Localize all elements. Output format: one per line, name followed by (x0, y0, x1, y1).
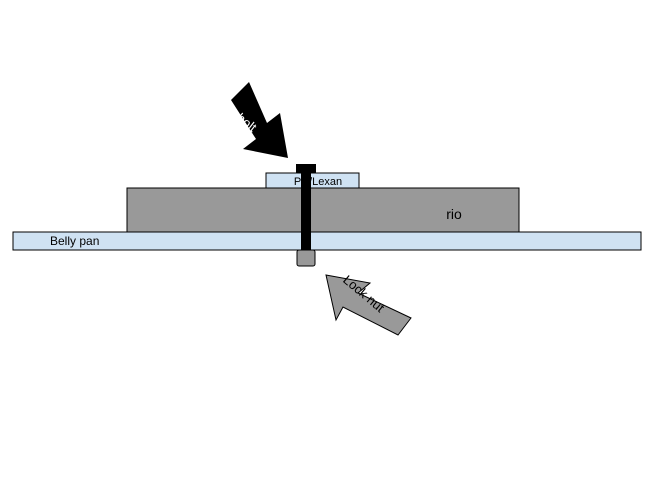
bolt-arrow (231, 82, 288, 158)
bolt-shaft (301, 164, 311, 266)
rio-block (126, 187, 520, 233)
rio-label: rio (446, 206, 462, 222)
belly-pan (12, 231, 642, 251)
lock-nut-arrow (325, 274, 412, 336)
lock-nut (296, 249, 316, 267)
pc-lexan-label: PC/Lexan (294, 176, 342, 188)
belly-pan-label: Belly pan (50, 234, 99, 248)
